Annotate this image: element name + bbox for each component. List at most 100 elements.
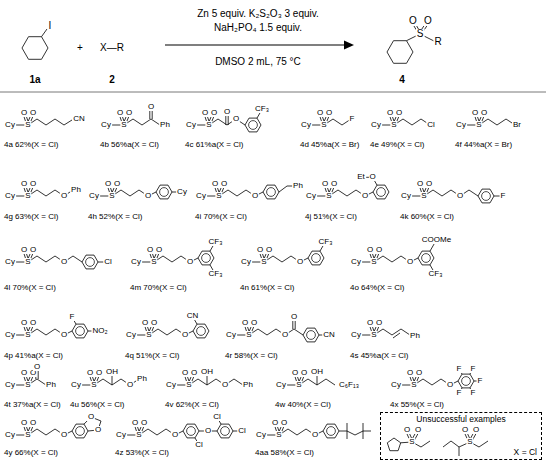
atom-label: F (500, 192, 507, 200)
bond-line (418, 251, 434, 265)
atom-label: O (366, 246, 374, 254)
atom-label: O (147, 103, 155, 111)
atom-label: O (414, 426, 422, 434)
cyclohexyl-label: Cy (305, 192, 317, 200)
atom-label: CN (72, 115, 86, 123)
atom-label: O (29, 180, 37, 188)
atom-label: O (223, 108, 231, 116)
atom-label: O (186, 258, 194, 266)
atom-label: O (232, 115, 240, 123)
cyclohexyl-label: Cy (390, 381, 402, 389)
bond-line (156, 185, 172, 199)
aromatic-ring (267, 188, 276, 197)
atom-label: O (471, 109, 479, 117)
cyclohexyl-label: Cy (455, 121, 467, 129)
atom-label: S (205, 121, 212, 129)
bond-line (387, 41, 413, 64)
atom-label: Ph (409, 332, 421, 340)
atom-label: O (366, 319, 374, 327)
bond-line (28, 119, 72, 125)
atom-label: O (408, 16, 418, 26)
atom-label: O (296, 258, 304, 266)
atom-label: O (146, 246, 154, 254)
atom-label: F (456, 365, 463, 373)
atom-label: O (125, 109, 133, 117)
atom-label: O (311, 431, 319, 439)
atom-label: R (433, 37, 442, 47)
atom-label: S (145, 331, 152, 339)
compound-caption: 4b 56%a(X = Cl) (100, 141, 159, 149)
cyclohexyl-label: Cy (100, 121, 112, 129)
atom-label: Ph (136, 375, 148, 383)
atom-label: O (461, 426, 469, 434)
bond-line (394, 119, 430, 125)
aromatic-ring (422, 254, 431, 263)
bond-line (363, 431, 364, 439)
compound-caption: 4p 41%a(X = Cl) (4, 352, 63, 360)
atom-label: F (349, 115, 356, 123)
bond-line (323, 424, 339, 438)
cyclohexyl-label: Cy (240, 258, 252, 266)
atom-label: O (201, 109, 209, 117)
atom-label: NO₂ (91, 327, 108, 335)
bond-line (72, 324, 88, 338)
cyclohexyl-label: Cy (350, 331, 362, 339)
atom-label: + (76, 43, 84, 53)
atom-label: CN (186, 312, 200, 320)
atom-label: O (60, 192, 68, 200)
atom-label: O (472, 426, 480, 434)
cyclohexyl-label: Cy (4, 331, 16, 339)
bond-line (22, 37, 48, 60)
cyclohexyl-label: Cy (225, 331, 237, 339)
atom-label: O (386, 109, 394, 117)
atom-label: O (113, 180, 121, 188)
aromatic-ring (187, 427, 196, 436)
atom-label: O (211, 180, 219, 188)
atom-label: S (135, 431, 142, 439)
atom-label: O (281, 331, 289, 339)
atom-label: S (108, 192, 115, 200)
atom-label: S (245, 331, 252, 339)
aromatic-ring (221, 427, 230, 436)
atom-label: O (141, 319, 149, 327)
cyclohexyl-label: Cy (350, 258, 362, 266)
atom-label: COOMe (421, 236, 452, 244)
compound-caption: 4c 61%a(X = Cl) (185, 141, 243, 149)
atom-label: S (185, 381, 192, 389)
atom-label: O (60, 331, 68, 339)
atom-label: O (330, 180, 338, 188)
bond-line (479, 119, 515, 125)
box-heading: Unsuccessful examples (416, 415, 505, 424)
separator-line (0, 92, 546, 93)
atom-label: O (155, 246, 163, 254)
atom-label: O (210, 109, 218, 117)
cyclohexyl-label: Cy (370, 121, 382, 129)
atom-label: Cl (194, 441, 204, 449)
aromatic-ring (307, 331, 316, 340)
atom-label: O (291, 369, 299, 377)
atom-label: Br (512, 121, 522, 129)
atom-label: S (24, 431, 31, 439)
bond-line (245, 118, 261, 132)
compound-caption: 4r 58%(X = Cl) (225, 352, 278, 360)
atom-label: S (416, 29, 425, 39)
cyclohexyl-label: Cy (195, 192, 207, 200)
aromatic-ring (482, 192, 491, 201)
cyclohexyl-label: Cy (400, 192, 412, 200)
aromatic-ring (249, 121, 258, 130)
cyclohexyl-label: Cy (185, 121, 197, 129)
atom-label: O (271, 419, 279, 427)
atom-label: S (410, 381, 417, 389)
atom-label: S (325, 192, 332, 200)
aromatic-ring (202, 254, 211, 263)
atom-label: O (126, 381, 134, 389)
atom-label: CN (322, 331, 336, 339)
atom-label: O (94, 426, 102, 434)
atom-label: O (425, 180, 433, 188)
atom-label: Ph (45, 381, 57, 389)
aromatic-ring (462, 377, 471, 386)
atom-label: CF₃ (208, 238, 224, 246)
atom-label: O (29, 419, 37, 427)
